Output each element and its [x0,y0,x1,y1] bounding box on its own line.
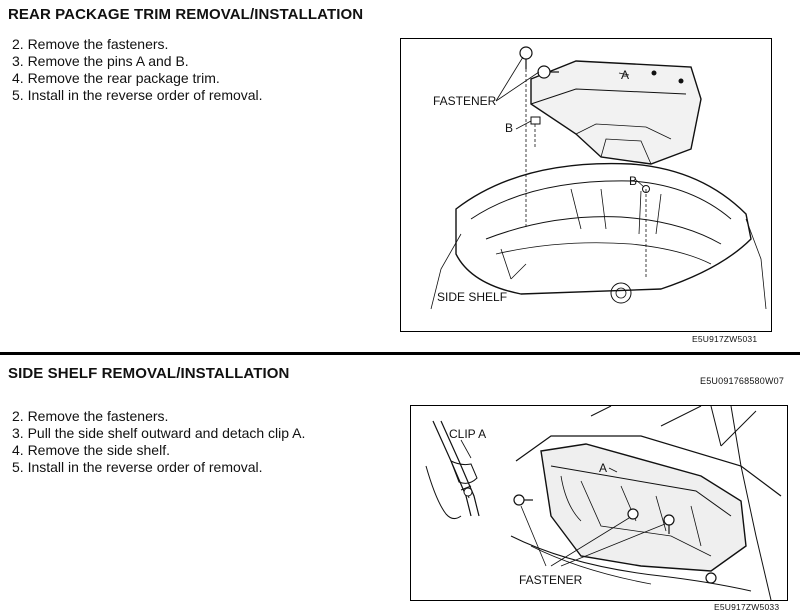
step-item: 4. Remove the side shelf. [12,442,170,458]
step-item: 2. Remove the fasteners. [12,408,169,424]
document-code: E5U091768580W07 [700,376,785,386]
section-title-side-shelf: SIDE SHELF REMOVAL/INSTALLATION [8,365,290,382]
label-fastener: FASTENER [433,94,497,108]
rear-package-trim-figure: FASTENER A B B SIDE SHELF [400,38,772,332]
figure-code: E5U917ZW5033 [714,602,780,612]
side-shelf-steps: 2. Remove the fasteners. 3. Pull the sid… [12,408,305,476]
side-shelf-illustration: CLIP A A FASTENER [425,406,782,600]
label-fastener: FASTENER [519,573,583,587]
figure-code: E5U917ZW5031 [692,334,758,344]
label-a: A [621,68,629,82]
step-item: 5. Install in the reverse order of remov… [12,459,263,475]
step-item: 2. Remove the fasteners. [12,36,169,52]
label-a: A [599,461,607,475]
label-clip-a: CLIP A [449,427,486,441]
side-shelf-figure: CLIP A A FASTENER [410,405,788,601]
section-divider [0,352,800,355]
step-item: 4. Remove the rear package trim. [12,70,220,86]
step-item: 3. Remove the pins A and B. [12,53,189,69]
step-item: 3. Pull the side shelf outward and detac… [12,425,306,441]
label-b-right: B [629,174,637,188]
rear-package-trim-illustration: FASTENER A B B SIDE SHELF [430,46,767,310]
label-b-left: B [505,121,513,135]
label-side-shelf: SIDE SHELF [437,290,507,304]
step-item: 5. Install in the reverse order of remov… [12,87,263,103]
section-title-rear-package-trim: REAR PACKAGE TRIM REMOVAL/INSTALLATION [8,6,364,23]
rear-package-trim-steps: 2. Remove the fasteners. 3. Remove the p… [12,36,263,104]
